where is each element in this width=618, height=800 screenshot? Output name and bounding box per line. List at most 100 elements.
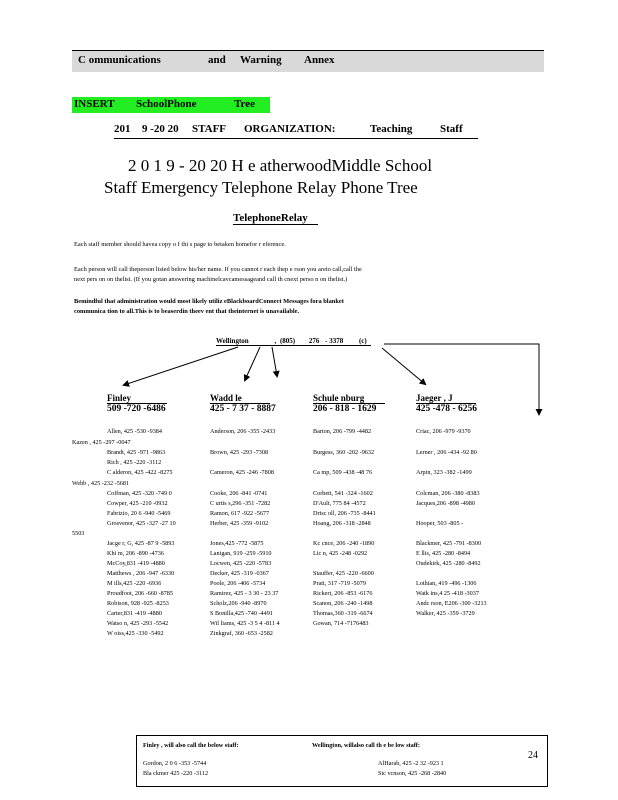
callbox-left-item-1: Gordon, 2 0 6 -353 -5744 <box>143 760 207 767</box>
staff-entry: Ramon, 617 -922 -5677 <box>210 510 270 517</box>
root-phone-area: (805) <box>279 337 296 345</box>
staff-entry: D'Ault, 775 84 -4572 <box>313 500 366 507</box>
staff-entry: Corbett, 541 -324 -1602 <box>313 490 373 497</box>
staff-entry: Kazen , 425 -297 -0047 <box>72 439 131 446</box>
staff-entry: Coffman, 425 -320 -749 0 <box>107 490 172 497</box>
staff-entry: Cooke, 206 -841 -0741 <box>210 490 268 497</box>
staff-entry: Blackmer, 425 -791 -8300 <box>416 540 482 547</box>
callbox-right-item-2: Stc vcnson, 425 -268 -2840 <box>378 770 447 777</box>
staff-entry: Ramirez, 425 - 3 30 - 23 37 <box>210 590 279 597</box>
year-part-2: 9 -20 20 <box>142 123 179 135</box>
staff-label-2: Staff <box>440 123 463 135</box>
staff-entry: Jacques,206 -898 -4980 <box>416 500 475 507</box>
staff-entry: 5503 <box>72 530 85 537</box>
arrow-to-jaeger <box>381 347 427 386</box>
staff-entry: Watso n, 425 -293 -5542 <box>107 620 169 627</box>
staff-entry: Matthews , 206 -947 -6330 <box>107 570 175 577</box>
column-header-3: Schule nburg 206 - 818 - 1629 <box>313 393 385 414</box>
column-1-phone: 509 -720 -6486 <box>107 404 166 414</box>
callbox-right-item-1: AlHarab, 425 -2 32 -923 1 <box>378 760 444 767</box>
staff-entry: Zinkgraf, 360 -653 -2582 <box>210 630 273 637</box>
year-part-1: 201 <box>114 123 131 135</box>
staff-entry: E llis, 425 -280 -8494 <box>416 550 471 557</box>
staff-entry: Brandt, 425 -971 -9863 <box>107 449 166 456</box>
phone-tree-title: Staff Emergency Telephone Relay Phone Tr… <box>104 178 418 197</box>
instruction-paragraph-3b: communica tion to all.This is to beaserd… <box>74 308 300 315</box>
staff-entry: Walker, 425 -359 -3729 <box>416 610 475 617</box>
staff-entry: Carter,831 -419 -4880 <box>107 610 162 617</box>
organization-label: ORGANIZATION: <box>244 123 336 135</box>
column-2-name: Wadd le <box>210 393 270 404</box>
staff-entry: Proudfoot, 206 -660 -8785 <box>107 590 173 597</box>
header-word-2: and <box>208 54 226 66</box>
staff-entry: Brown, 425 -293 -7308 <box>210 449 269 456</box>
staff-entry: Arpin, 323 -382 -1499 <box>416 469 472 476</box>
staff-entry: Oudekirk, 425 -280 -8492 <box>416 560 481 567</box>
staff-entry: Jacge r, G, 425 -87 9 -5893 <box>107 540 175 547</box>
staff-entry: Gowan, 714 -7176483 <box>313 620 369 627</box>
staff-entry: McCoy,831 -419 -4880 <box>107 560 165 567</box>
staff-entry: Locwen, 425 -220 -5783 <box>210 560 272 567</box>
staff-entry: Grosvenor, 425 -327 -27 10 <box>107 520 176 527</box>
arrow-to-waddle <box>243 346 261 382</box>
instruction-paragraph-1: Each staff member should havea copy o f … <box>74 241 286 248</box>
staff-entry: Herber, 425 -359 -9102 <box>210 520 269 527</box>
additional-calls-box: Finley , will also call the below staff:… <box>136 735 548 787</box>
callbox-left-item-2: Bla ckmer 425 -220 -3112 <box>143 770 209 777</box>
staff-entry: C alderon, 425 -422 -8275 <box>107 469 173 476</box>
column-header-4: Jaeger , J 425 -478 - 6256 <box>416 393 477 414</box>
school-title: 2 0 1 9 - 20 20 H e atherwoodMiddle Scho… <box>128 156 433 175</box>
staff-entry: Criac, 206 -979 -9370 <box>416 428 471 435</box>
staff-entry: Lic n, 425 -248 -0292 <box>313 550 368 557</box>
staff-entry: Ca mp, 509 -438 -48 76 <box>313 469 373 476</box>
staff-entry: Andc rson, E206 -300 -3213 <box>416 600 487 607</box>
column-3-phone: 206 - 818 - 1629 <box>313 404 377 414</box>
column-header-2: Wadd le 425 - 7 37 - 8887 <box>210 393 276 414</box>
staff-entry: Lerner , 206 -434 -92 80 <box>416 449 477 456</box>
instruction-paragraph-2b: next pers on on thelist. (If you gotan a… <box>74 276 348 283</box>
staff-entry: Cowper, 425 -210 -0932 <box>107 500 168 507</box>
staff-entry: Stauffer, 425 -220 -6600 <box>313 570 374 577</box>
staff-entry: Drisc oll, 206 -735 -8441 <box>313 510 376 517</box>
staff-entry: Pratt, 317 -719 -5079 <box>313 580 366 587</box>
staff-entry: Watk ins,4 25 -418 -3037 <box>416 590 479 597</box>
staff-entry: Rickert, 206 -853 -6176 <box>313 590 373 597</box>
staff-entry: Decker, 425 -319 -0367 <box>210 570 269 577</box>
header-word-3: Warning <box>240 54 282 66</box>
staff-entry: Jones,425 -772 -5875 <box>210 540 264 547</box>
callbox-left-title: Finley , will also call the below staff: <box>143 742 239 749</box>
arrow-to-finley <box>122 346 239 387</box>
root-name: Wellington <box>216 337 249 345</box>
insert-word-1: INSERT <box>74 98 115 110</box>
staff-entry: Scanon, 206 -240 -1498 <box>313 600 373 607</box>
annex-header-bar: C ommunications and Warning Annex <box>72 50 544 72</box>
staff-entry: Lanigan, 919 -259 -5910 <box>210 550 272 557</box>
staff-entry: M ills,425 -220 -6936 <box>107 580 162 587</box>
staff-organization-line: 201 9 -20 20 STAFF ORGANIZATION: Teachin… <box>114 122 478 139</box>
arrow-right-branch <box>384 343 543 416</box>
column-3-name: Schule nburg <box>313 393 385 404</box>
staff-entry: Scholz,206 -940 -8970 <box>210 600 267 607</box>
root-phone-prefix: 276 <box>308 337 320 345</box>
staff-entry: Colcman, 206 -380 -8383 <box>416 490 480 497</box>
arrow-to-schulenburg <box>271 346 280 378</box>
staff-entry: Hooper, 503 -805 - <box>416 520 464 527</box>
staff-entry: Kc cnce, 206 -240 -1890 <box>313 540 375 547</box>
root-contact: Wellington , (805) 276 - 3378 (c) <box>216 337 371 346</box>
staff-entry: Rich , 425 -220 -3112 <box>107 459 162 466</box>
instruction-paragraph-3a: Bemindful that administration would most… <box>74 298 344 305</box>
insert-word-2: SchoolPhone <box>136 98 197 110</box>
staff-entry: Allen, 425 -530 -9384 <box>107 428 162 435</box>
staff-entry: Fabrizio, 20 6 -940 -5469 <box>107 510 171 517</box>
staff-entry: W oiss,425 -330 -5492 <box>107 630 164 637</box>
staff-entry: Thomas,360 -319 -6674 <box>313 610 373 617</box>
staff-entry: Cameron, 425 -246 -7808 <box>210 469 274 476</box>
header-word-4: Annex <box>304 54 335 66</box>
staff-entry: Barton, 206 -799 -4482 <box>313 428 372 435</box>
header-word-1: C ommunications <box>78 54 161 66</box>
staff-entry: Burgess, 360 -202 -9632 <box>313 449 375 456</box>
column-4-phone: 425 -478 - 6256 <box>416 404 477 414</box>
column-2-phone: 425 - 7 37 - 8887 <box>210 404 276 414</box>
section-title: TelephoneRelay <box>233 212 318 225</box>
